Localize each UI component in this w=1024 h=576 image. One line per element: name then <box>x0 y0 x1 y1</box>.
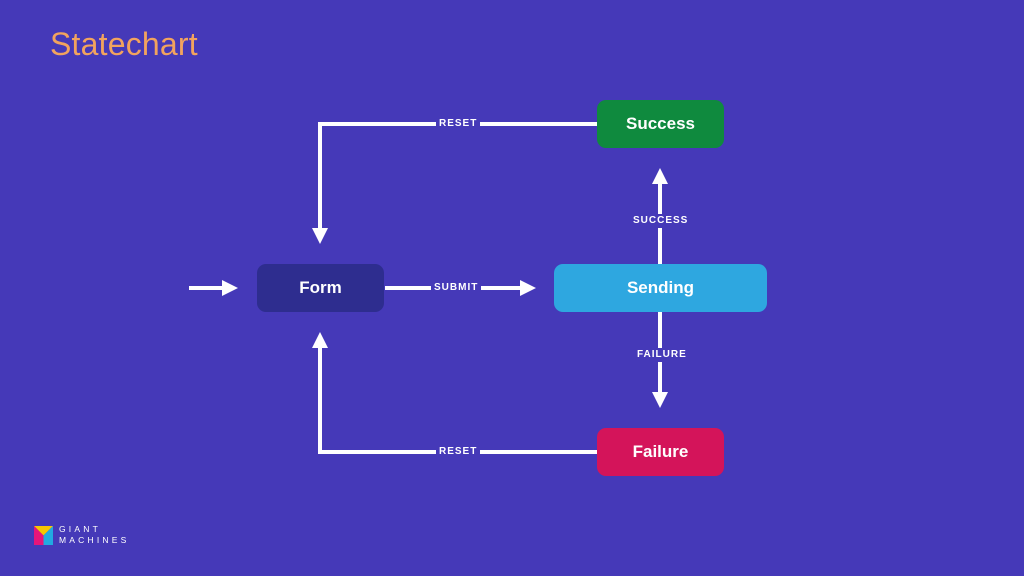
giant-machines-logo: GIANT MACHINES <box>34 524 129 546</box>
logo-text: GIANT MACHINES <box>59 524 129 546</box>
edge-label-submit: SUBMIT <box>431 281 482 295</box>
edge-label-failure: FAILURE <box>634 348 690 362</box>
reset-bottom-arrow <box>312 332 597 454</box>
state-success: Success <box>597 100 724 148</box>
logo-line-2: MACHINES <box>59 535 130 545</box>
state-form: Form <box>257 264 384 312</box>
state-failure: Failure <box>597 428 724 476</box>
reset-top-arrow <box>312 122 597 244</box>
edge-label-reset-bottom: RESET <box>436 445 481 459</box>
state-sending: Sending <box>554 264 767 312</box>
logo-line-1: GIANT <box>59 524 101 534</box>
page-title: Statechart <box>50 26 198 62</box>
edge-label-success: SUCCESS <box>630 214 692 228</box>
logo-mark-icon <box>34 525 53 545</box>
edge-label-reset-top: RESET <box>436 117 481 131</box>
